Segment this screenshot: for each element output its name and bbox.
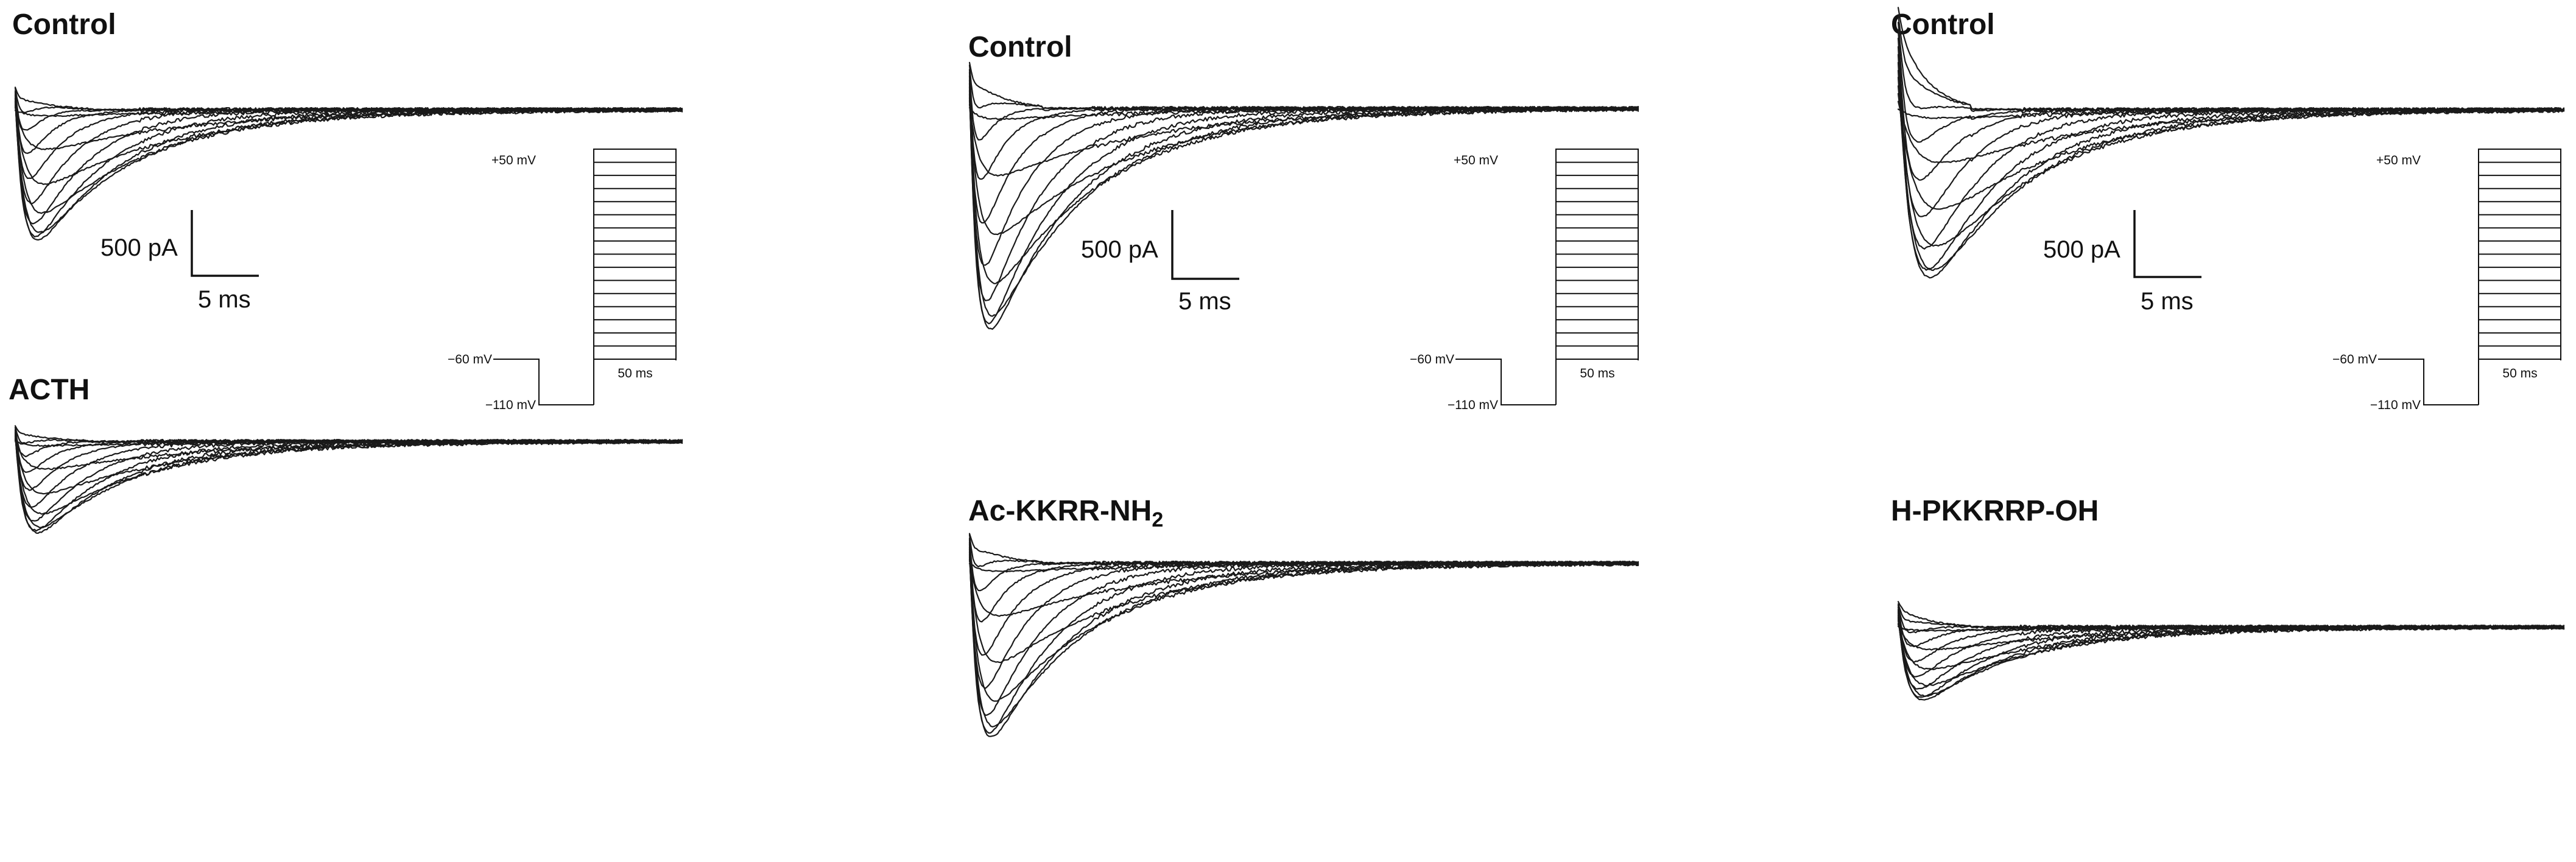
panel-c-protocol-vhold: −60 mV	[2332, 352, 2377, 366]
panel-c-control-traces	[1897, 7, 2565, 279]
b-control-sweep-2	[968, 65, 1639, 111]
panel-b-treatment-traces	[968, 533, 1639, 737]
a-acth-sweep-14	[14, 439, 683, 447]
panel-a-protocol-prepulse	[493, 359, 594, 405]
b-control-sweep-9	[968, 89, 1639, 330]
a-acth-sweep-4	[14, 429, 683, 473]
b-treatment-sweep-1	[968, 533, 1639, 566]
panel-b-control-label: Control	[968, 31, 1072, 63]
b-control-sweep-11	[968, 97, 1639, 284]
panel-c-scale-bar: 500 pA 5 ms	[2043, 210, 2201, 315]
panel-c-treatment-traces	[1897, 601, 2565, 701]
panel-c-protocol-duration: 50 ms	[2502, 366, 2537, 380]
panel-a-scale-bar: 500 pA 5 ms	[100, 210, 259, 313]
panel-b-protocol-vhold: −60 mV	[1410, 352, 1454, 366]
c-control-sweep-3	[1897, 21, 2565, 113]
panel-c-protocol-steps	[2478, 149, 2561, 405]
panel-c-voltage-protocol: +50 mV −60 mV −110 mV 50 ms	[2332, 149, 2561, 412]
panel-a-scale-current: 500 pA	[100, 234, 178, 261]
c-control-sweep-1	[1897, 7, 2565, 113]
a-acth-sweep-11	[14, 437, 683, 515]
a-control-sweep-4	[14, 92, 683, 154]
b-control-sweep-5	[968, 75, 1639, 224]
b-treatment-sweep-9	[968, 551, 1639, 737]
panel-b-scale-bar: 500 pA 5 ms	[1081, 210, 1239, 315]
a-control-sweep-13	[14, 107, 683, 150]
panel-a-protocol-duration: 50 ms	[618, 366, 652, 380]
panel-b-treatment-label: Ac-KKRR-NH2	[968, 495, 1163, 531]
b-treatment-sweep-5	[968, 541, 1639, 656]
panel-b-protocol-duration: 50 ms	[1580, 366, 1614, 380]
c-treatment-sweep-14	[1897, 625, 2565, 632]
a-control-sweep-14	[14, 107, 683, 117]
panel-c: Control H-PKKRRP-OH 500 pA 5 ms +50 mV −…	[1891, 7, 2565, 701]
panel-b-scale-current: 500 pA	[1081, 236, 1158, 263]
b-control-sweep-7	[968, 82, 1639, 301]
panel-a-control-label: Control	[12, 9, 116, 41]
panel-c-control-label: Control	[1891, 9, 1995, 41]
b-control-sweep-13	[968, 103, 1639, 177]
panel-b-voltage-protocol: +50 mV −60 mV −110 mV 50 ms	[1410, 149, 1639, 412]
a-control-sweep-11	[14, 103, 683, 214]
a-control-sweep-12	[14, 105, 683, 185]
a-acth-sweep-12	[14, 438, 683, 495]
c-control-sweep-6	[1897, 46, 2565, 217]
panel-a-protocol-vpre: −110 mV	[485, 398, 536, 412]
c-control-sweep-10	[1897, 77, 2565, 272]
panel-a-voltage-protocol: +50 mV −60 mV −110 mV 50 ms	[448, 149, 677, 412]
panel-c-protocol-prepulse	[2378, 359, 2479, 405]
panel-a-treatment-label: ACTH	[9, 374, 90, 406]
b-treatment-sweep-14	[968, 561, 1639, 573]
panel-c-scale-bar-lines	[2133, 210, 2201, 278]
c-control-sweep-13	[1897, 100, 2565, 163]
panel-b-protocol-vpre: −110 mV	[1448, 398, 1498, 412]
panel-c-protocol-vtest: +50 mV	[2376, 153, 2421, 167]
panel-a-protocol-vhold: −60 mV	[448, 352, 492, 366]
panel-a-protocol-steps	[593, 149, 677, 405]
panel-b-protocol-vtest: +50 mV	[1454, 153, 1498, 167]
panel-a-protocol-vtest: +50 mV	[491, 153, 536, 167]
panel-a-control-traces	[14, 86, 683, 241]
panel-a-scale-bar-lines	[191, 210, 259, 277]
panel-b: Control Ac-KKRR-NH2 500 pA 5 ms +50 mV −…	[968, 31, 1639, 737]
panel-b-scale-time: 5 ms	[1178, 288, 1231, 315]
panel-c-protocol-vpre: −110 mV	[2370, 398, 2421, 412]
panel-c-scale-time: 5 ms	[2141, 288, 2194, 315]
c-treatment-sweep-7	[1897, 612, 2565, 690]
panel-a-treatment-traces	[14, 425, 683, 534]
c-control-sweep-9	[1897, 69, 2565, 279]
b-control-sweep-4	[968, 71, 1639, 180]
b-treatment-sweep-4	[968, 539, 1639, 623]
panel-b-control-traces	[968, 61, 1639, 330]
c-control-sweep-4	[1897, 30, 2565, 143]
panel-a-scale-time: 5 ms	[198, 286, 251, 313]
panel-b-protocol-prepulse	[1455, 359, 1556, 405]
b-control-sweep-14	[968, 106, 1639, 121]
c-control-sweep-2	[1897, 15, 2565, 112]
b-treatment-sweep-12	[968, 558, 1639, 664]
c-control-sweep-8	[1897, 61, 2565, 271]
b-control-sweep-1	[968, 61, 1639, 111]
panel-c-scale-current: 500 pA	[2043, 236, 2120, 263]
panel-b-protocol-steps	[1555, 149, 1639, 405]
c-treatment-sweep-6	[1897, 610, 2565, 678]
b-control-sweep-3	[968, 69, 1639, 141]
panel-a: Control ACTH 500 pA 5 ms +50 mV −60 mV −…	[9, 9, 683, 534]
b-treatment-sweep-11	[968, 556, 1639, 702]
c-control-sweep-14	[1897, 107, 2565, 119]
a-control-sweep-10	[14, 101, 683, 233]
panel-b-scale-bar-lines	[1171, 210, 1239, 280]
panel-c-treatment-label: H-PKKRRP-OH	[1891, 495, 2099, 527]
